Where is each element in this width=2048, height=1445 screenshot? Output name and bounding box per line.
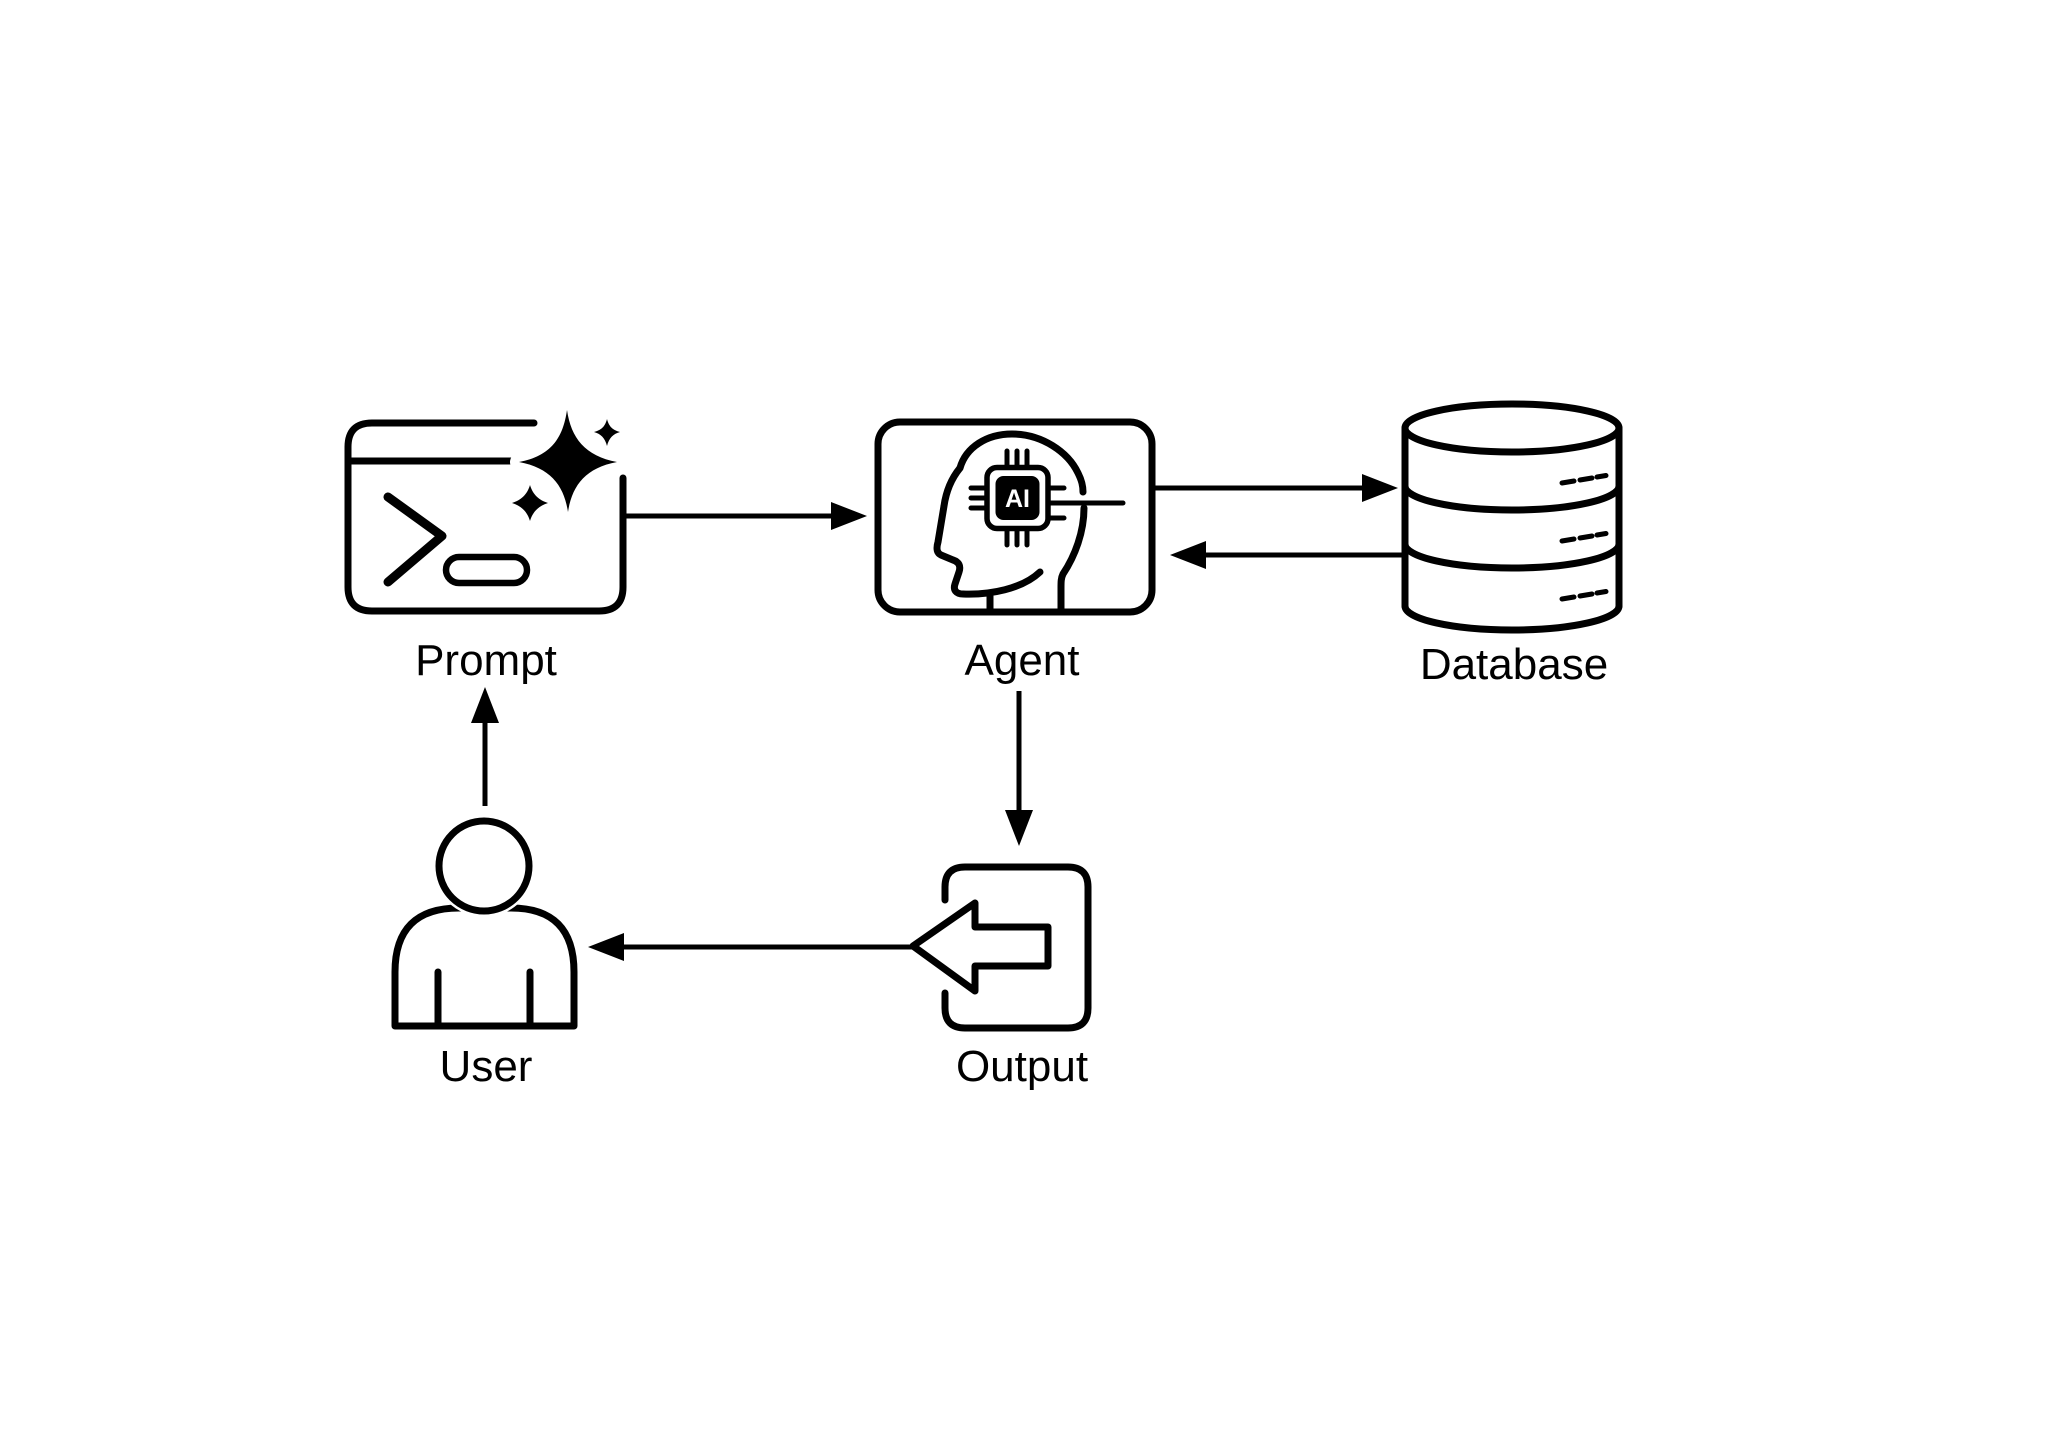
arrow-head-left-icon (1170, 541, 1206, 569)
terminal-chevron-icon (383, 492, 447, 587)
person-arm-lines (434, 968, 534, 1030)
terminal-sparkle-icon (344, 401, 627, 615)
database-cylinder-icon (1401, 400, 1623, 634)
prompt-node: Prompt (344, 401, 627, 685)
db-top-ellipse (1401, 400, 1623, 456)
output-box-outline (941, 863, 1092, 1032)
db-dashes-row-2 (1559, 531, 1609, 544)
arrow-head-right-icon (1362, 474, 1398, 502)
arrow-head-left-icon (588, 933, 624, 961)
chip-inner-rect (995, 476, 1040, 520)
db-divider-arc-2 (1401, 540, 1623, 572)
chip-ai-label: AI (1005, 485, 1030, 513)
terminal-underscore-icon (442, 553, 531, 587)
arrow-head-right-icon (831, 502, 867, 530)
sparkle-small-bottom-icon (512, 485, 548, 521)
db-dashes-row-1 (1559, 473, 1609, 486)
arrow-head-down-icon (1005, 810, 1033, 846)
arrow-output-to-user (588, 933, 913, 961)
person-head (435, 817, 533, 915)
export-arrow-icon (909, 863, 1092, 1032)
prompt-label: Prompt (415, 636, 557, 685)
agent-label: Agent (965, 636, 1080, 685)
sparkle-large-icon (519, 410, 617, 512)
user-node: User (391, 815, 578, 1091)
ai-head-chip-icon: AI (874, 418, 1156, 616)
db-dashes-row-3 (1559, 589, 1609, 602)
arrow-user-to-prompt (471, 687, 499, 806)
person-body-path (391, 904, 578, 1030)
db-divider-arc-1 (1401, 482, 1623, 514)
database-label: Database (1420, 640, 1608, 689)
arrow-agent-to-output (1005, 691, 1033, 846)
arrow-agent-to-database (1152, 474, 1398, 502)
arrow-database-to-agent (1170, 541, 1405, 569)
output-node: Output (909, 863, 1092, 1091)
chip-pins-top (1004, 448, 1030, 469)
chip-pins-right (1046, 485, 1067, 521)
terminal-window-outline (344, 419, 627, 615)
arrow-head-up-icon (471, 687, 499, 723)
head-crown-path (956, 430, 1087, 496)
face-profile-path (933, 464, 1044, 598)
output-label: Output (956, 1042, 1088, 1091)
db-bottom-arc (1401, 602, 1623, 634)
chip-pins-left (968, 485, 989, 511)
person-icon (391, 815, 578, 1030)
user-label: User (440, 1042, 533, 1091)
sparkle-small-top-icon (594, 419, 620, 446)
database-node: Database (1401, 400, 1623, 689)
agent-box-outline (874, 418, 1156, 616)
arrow-prompt-to-agent (623, 502, 867, 530)
chip-pins-bottom (1004, 527, 1030, 548)
head-back-path (1057, 504, 1088, 613)
agent-node: AI Agent (874, 418, 1156, 685)
output-block-arrow (909, 899, 1052, 995)
